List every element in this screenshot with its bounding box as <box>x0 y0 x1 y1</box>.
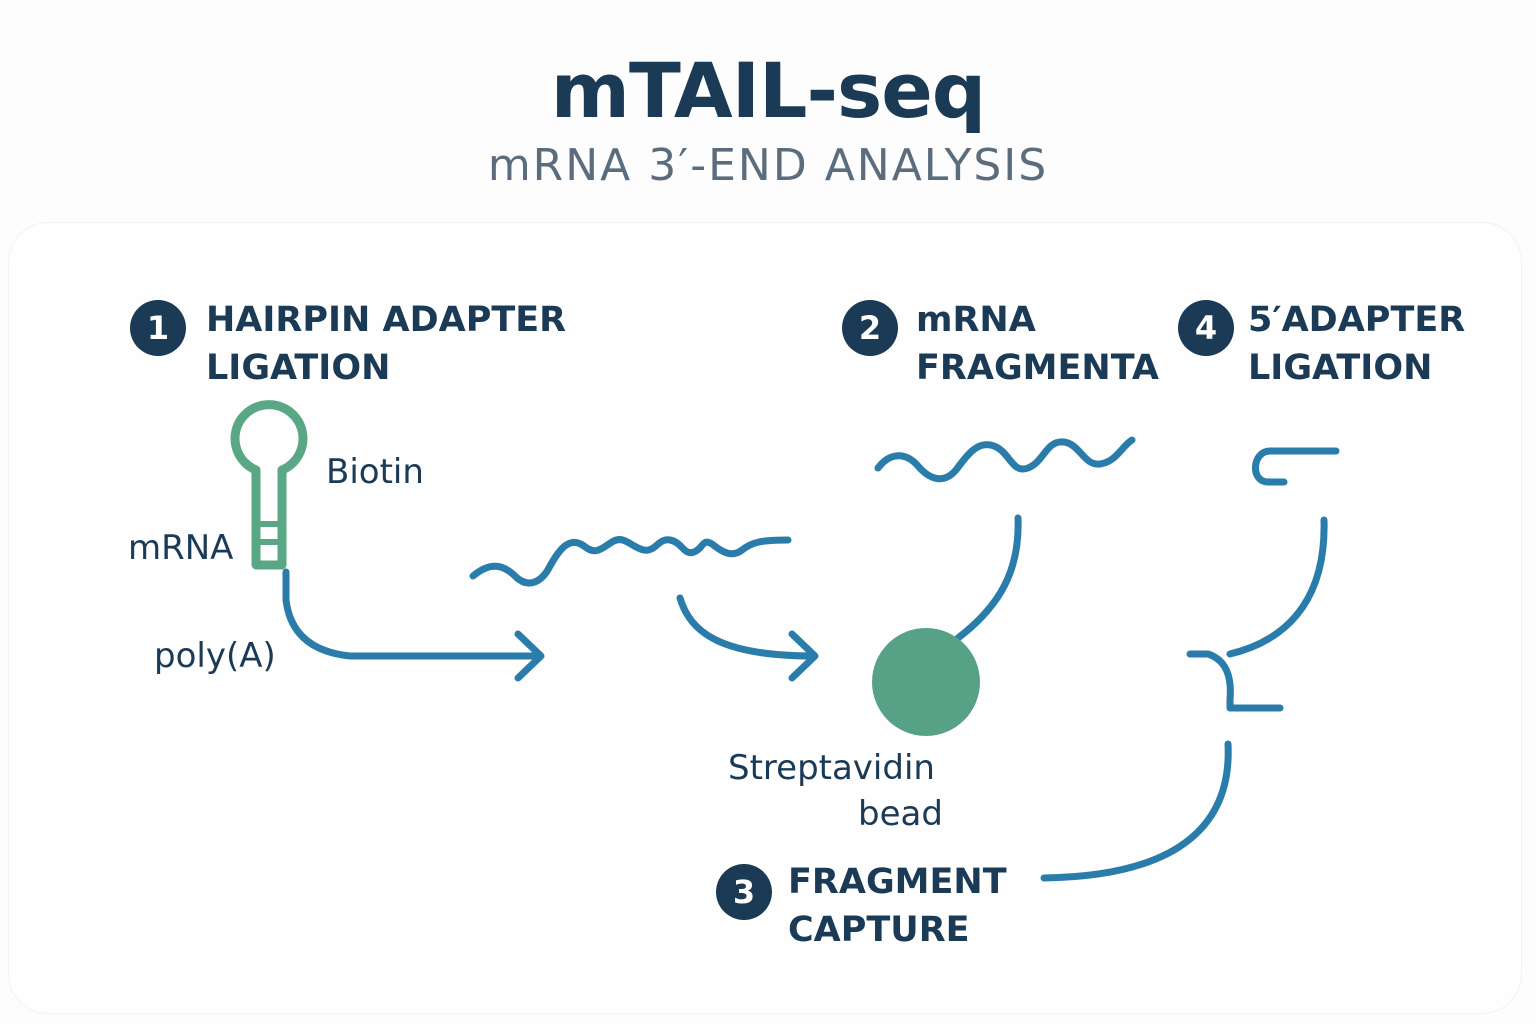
step-title-1-line2: LIGATION <box>206 348 391 388</box>
step-title-2-line2: FRAGMENTA <box>916 348 1159 388</box>
biotin-label: Biotin <box>326 452 424 492</box>
step-number-1: 1 <box>130 300 186 356</box>
hairpin-adapter <box>230 400 308 570</box>
bead-tether <box>954 514 1022 642</box>
streptavidin-bead <box>872 628 980 736</box>
page-title: mTAIL-seq <box>550 46 986 135</box>
step2-arrow <box>676 594 819 682</box>
polya-label: poly(A) <box>154 636 276 676</box>
step-title-3-line2: CAPTURE <box>788 910 970 950</box>
step-title-2-line1: mRNA <box>916 300 1036 340</box>
step-number-2: 2 <box>842 300 898 356</box>
step-title-4: 5′ADAPTER LIGATION <box>1248 296 1465 392</box>
mrna-label: mRNA <box>128 528 234 568</box>
step-title-2: mRNA FRAGMENTA <box>916 296 1159 392</box>
wavy-fragment-step2 <box>874 436 1136 483</box>
step-number-4: 4 <box>1178 300 1234 356</box>
wavy-fragment-middle <box>469 536 792 587</box>
step-number-3: 3 <box>716 864 772 920</box>
arrow-head-1 <box>514 630 545 682</box>
bead-label-line1: Streptavidin <box>728 748 935 788</box>
bead-label-line2: bead <box>858 794 943 834</box>
step-title-4-line2: LIGATION <box>1248 348 1433 388</box>
step3-curve <box>1040 740 1232 882</box>
curved-arrow-path <box>676 594 818 660</box>
step-title-3-line1: FRAGMENT <box>788 862 1007 902</box>
hairpin-loop-stem <box>230 400 308 570</box>
step4-curve <box>1226 516 1328 658</box>
step-title-1-line1: HAIRPIN ADAPTER <box>206 300 567 340</box>
adapter-hook <box>1252 447 1340 486</box>
polya-strand-path <box>282 568 544 660</box>
ligation-joint <box>1186 650 1284 712</box>
step-title-4-line1: 5′ADAPTER <box>1248 300 1466 340</box>
step1-strand <box>282 568 545 682</box>
arrow-head-2 <box>788 630 819 682</box>
page-subtitle: mRNA 3′-END ANALYSIS <box>487 140 1049 191</box>
step-title-1: HAIRPIN ADAPTER LIGATION <box>206 296 566 392</box>
step-title-3: FRAGMENT CAPTURE <box>788 858 1007 954</box>
